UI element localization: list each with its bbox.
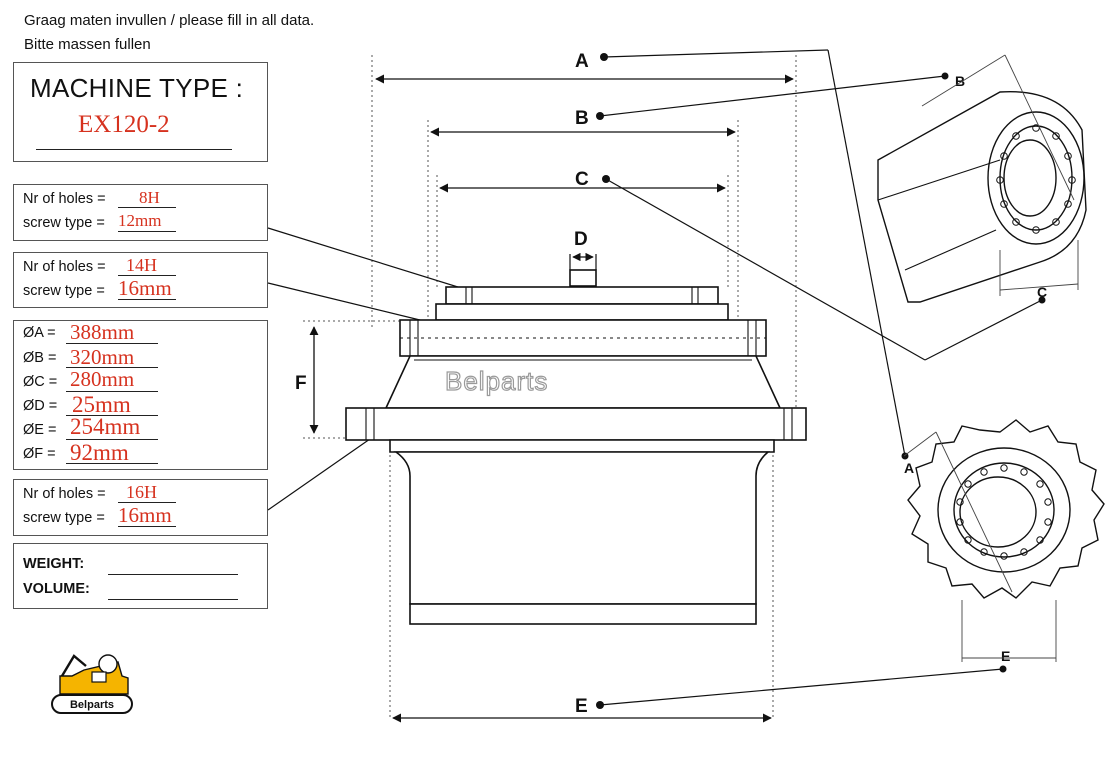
diameter-f-value[interactable]: 92mm	[70, 440, 129, 465]
screw-bottom-underline	[118, 526, 176, 527]
extension-lines	[303, 55, 797, 720]
sprocket-bolt-holes	[956, 464, 1052, 560]
diameters-box: ØA = 388mm ØB = 320mm ØC = 280mm ØD = 25…	[13, 320, 268, 470]
holes-bottom-label: Nr of holes =	[23, 486, 106, 502]
holes-mid-label: Nr of holes =	[23, 259, 106, 275]
holes-top-value[interactable]: 8H	[139, 188, 160, 207]
screw-top-label: screw type =	[23, 215, 105, 231]
belparts-logo: Belparts	[51, 654, 133, 714]
diameter-f-label: ØF =	[23, 446, 56, 462]
volume-field[interactable]	[108, 599, 238, 600]
diameter-c-value[interactable]: 280mm	[70, 367, 135, 391]
diameter-b-value[interactable]: 320mm	[70, 345, 135, 369]
diameter-a-value[interactable]: 388mm	[70, 320, 135, 344]
holes-bottom-box: Nr of holes = 16H screw type = 16mm	[13, 479, 268, 536]
diameter-c-underline	[66, 391, 158, 392]
diameter-d-value[interactable]: 25mm	[72, 392, 131, 417]
machine-type-label: MACHINE TYPE :	[30, 73, 244, 103]
holes-bottom-underline	[118, 502, 176, 503]
leader-dots	[596, 53, 1046, 709]
drive-motor-drawing	[345, 269, 807, 625]
holes-mid-box: Nr of holes = 14H screw type = 16mm	[13, 252, 268, 308]
diameter-f-underline	[66, 463, 158, 464]
screw-mid-value[interactable]: 16mm	[118, 276, 172, 300]
holes-bottom-value[interactable]: 16H	[126, 482, 157, 502]
weight-field[interactable]	[108, 574, 238, 575]
volume-label: VOLUME:	[23, 581, 90, 597]
side-view-dim-lines	[921, 54, 1079, 296]
header-line-2: Bitte massen fullen	[24, 36, 151, 53]
screw-top-underline	[118, 231, 176, 232]
side-view-c-label: C	[1037, 284, 1047, 300]
machine-type-value[interactable]: EX120-2	[78, 111, 170, 138]
side-view-bolt-holes	[996, 124, 1076, 234]
sprocket-e-label: E	[1001, 648, 1010, 664]
side-view-drawing	[877, 90, 1087, 303]
dimension-c-label: C	[575, 169, 589, 190]
screw-bottom-value[interactable]: 16mm	[118, 503, 172, 527]
holes-top-box: Nr of holes = 8H screw type = 12mm	[13, 184, 268, 241]
machine-type-box: MACHINE TYPE : EX120-2	[13, 62, 268, 162]
diameter-c-label: ØC =	[23, 374, 58, 390]
sprocket-a-label: A	[904, 460, 914, 476]
weight-volume-box: WEIGHT: VOLUME:	[13, 543, 268, 609]
dimension-f-label: F	[295, 373, 307, 394]
diameter-b-underline	[66, 367, 158, 368]
sprocket-dim-lines	[903, 431, 1057, 662]
header-line-1: Graag maten invullen / please fill in al…	[24, 12, 315, 29]
logo-text: Belparts	[70, 699, 114, 711]
holes-top-underline	[118, 207, 176, 208]
holes-mid-underline	[118, 275, 176, 276]
dimension-d-label: D	[574, 229, 588, 250]
screw-mid-label: screw type =	[23, 283, 105, 299]
leader-lines	[267, 49, 1043, 706]
sprocket-drawing	[907, 419, 1105, 599]
screw-mid-underline	[118, 299, 176, 300]
dimension-d-arrow	[569, 252, 597, 270]
screw-top-value[interactable]: 12mm	[118, 211, 162, 230]
diameter-d-label: ØD =	[23, 398, 58, 414]
machine-type-underline	[36, 149, 232, 150]
dimension-e-label: E	[575, 696, 588, 717]
diameter-b-label: ØB =	[23, 350, 57, 366]
watermark-text: Belparts	[445, 366, 548, 396]
drive-detail-lines	[365, 287, 793, 440]
weight-label: WEIGHT:	[23, 556, 85, 572]
screw-bottom-label: screw type =	[23, 510, 105, 526]
holes-mid-value[interactable]: 14H	[126, 255, 157, 275]
holes-top-label: Nr of holes =	[23, 191, 106, 207]
diameter-a-label: ØA =	[23, 325, 56, 341]
diameter-e-value[interactable]: 254mm	[70, 414, 141, 439]
diameter-d-underline	[66, 415, 158, 416]
diameter-e-underline	[66, 439, 158, 440]
diameter-e-label: ØE =	[23, 422, 57, 438]
diameter-a-underline	[66, 343, 158, 344]
side-view-b-label: B	[955, 73, 965, 89]
dimension-b-label: B	[575, 108, 589, 129]
dimension-a-label: A	[575, 51, 589, 72]
